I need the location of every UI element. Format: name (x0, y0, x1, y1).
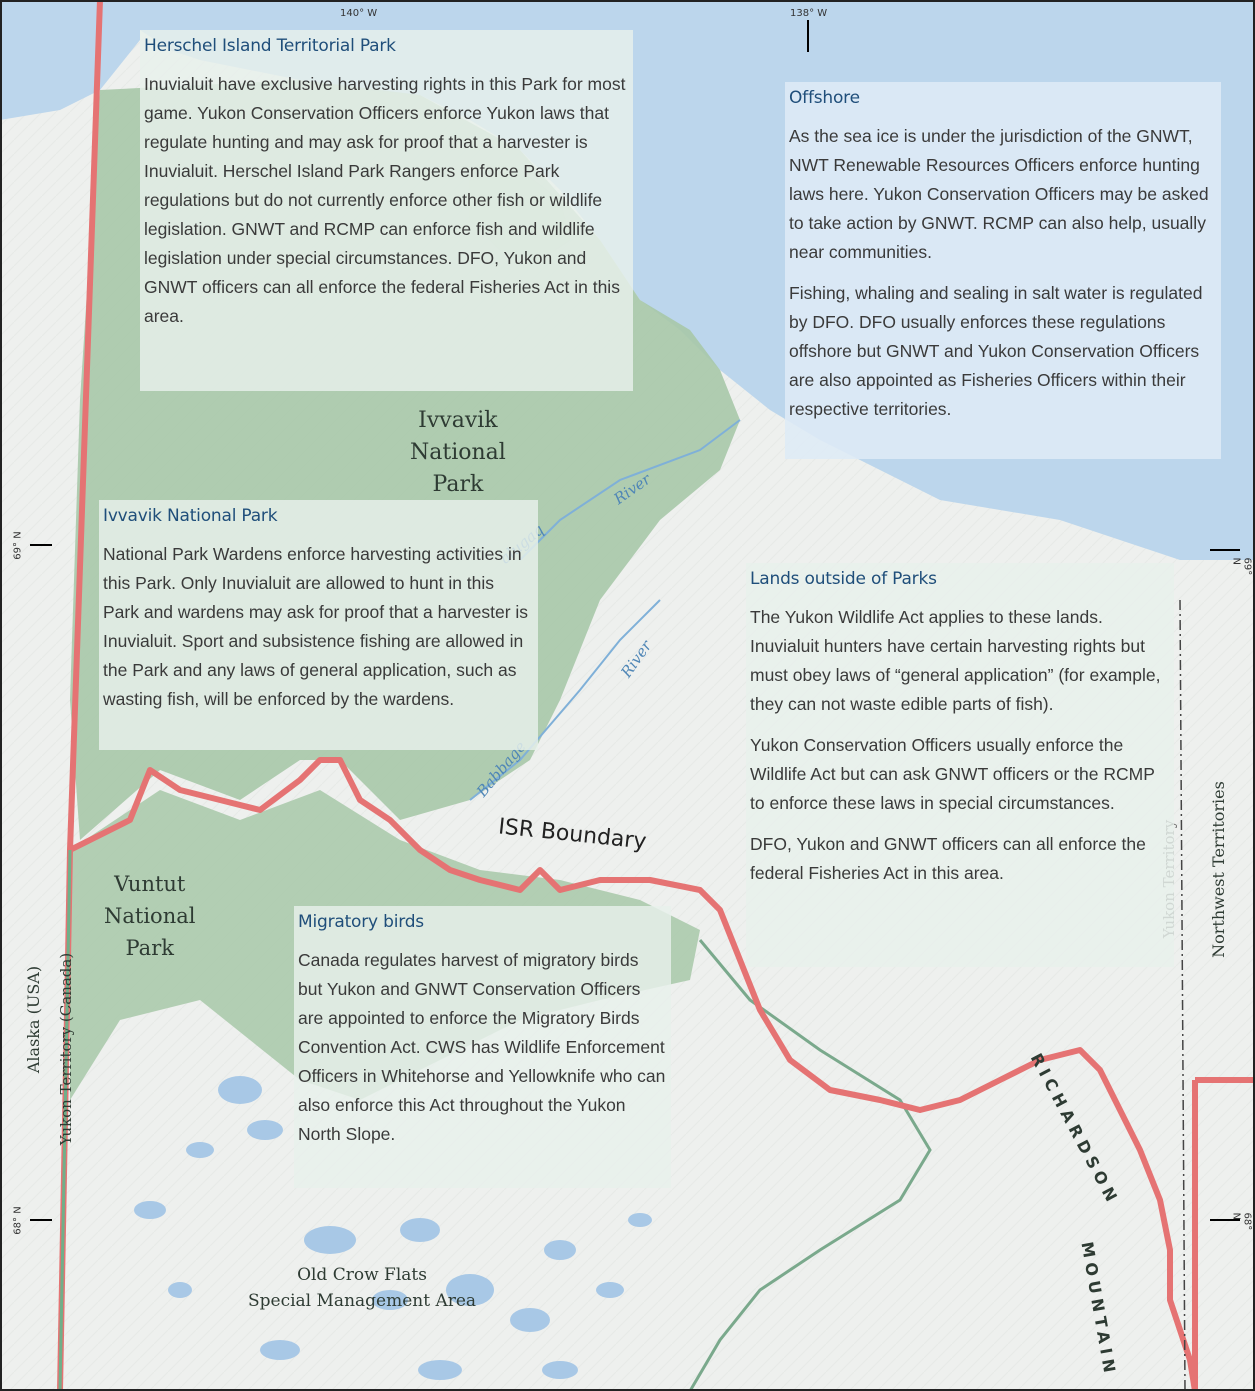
lands-outside-parks-text-1: The Yukon Wildlife Act applies to these … (750, 607, 1161, 714)
herschel-island-text: Inuvialuit have exclusive harvesting rig… (144, 74, 626, 326)
ivvavik-text: National Park Wardens enforce harvesting… (103, 544, 529, 709)
old-crow-flats-label: Old Crow Flats Special Management Area (248, 1265, 477, 1311)
lakes (134, 1076, 652, 1380)
yukon-canada-label: Yukon Territory (Canada) (57, 952, 76, 1146)
herschel-island-panel: Herschel Island Territorial Park Inuvial… (140, 30, 633, 391)
lon-138-label: 138° W (790, 8, 828, 19)
offshore-title: Offshore (789, 88, 860, 108)
ivvavik-park-label: Ivvavik National Park (410, 408, 506, 497)
vuntut-park-label: Vuntut National Park (104, 872, 196, 960)
lat-69-left-label: 69° N (12, 531, 24, 560)
lands-outside-parks-text-3: DFO, Yukon and GNWT officers can all enf… (750, 834, 1146, 883)
isr-boundary-line (68, 757, 1198, 1391)
ivvavik-title: Ivvavik National Park (103, 506, 278, 526)
migratory-birds-text: Canada regulates harvest of migratory bi… (298, 950, 666, 1144)
lat-69-right-label: 69° N (1230, 557, 1253, 576)
migratory-birds-panel: Migratory birds Canada regulates harvest… (294, 906, 671, 1188)
ivvavik-panel: Ivvavik National Park National Park Ward… (99, 500, 538, 750)
lands-outside-parks-panel: Lands outside of Parks The Yukon Wildlif… (746, 563, 1174, 967)
nwt-label: Northwest Territories (1208, 781, 1228, 958)
lands-outside-parks-text-2: Yukon Conservation Officers usually enfo… (750, 735, 1155, 813)
rivers (469, 419, 741, 801)
offshore-panel: Offshore As the sea ice is under the jur… (785, 82, 1221, 459)
lat-68-right-label: 68° N (1230, 1212, 1253, 1231)
migratory-birds-title: Migratory birds (298, 912, 424, 932)
offshore-text-1: As the sea ice is under the jurisdiction… (789, 126, 1209, 262)
herschel-island-title: Herschel Island Territorial Park (144, 36, 396, 56)
alaska-label: Alaska (USA) (24, 965, 44, 1074)
offshore-text-2: Fishing, whaling and sealing in salt wat… (789, 283, 1203, 419)
vuntut-boundary (688, 939, 932, 1391)
lands-outside-parks-title: Lands outside of Parks (750, 569, 937, 589)
lat-68-left-label: 68° N (12, 1206, 24, 1235)
yukon-nwt-border (1179, 599, 1186, 1391)
lon-140-label: 140° W (340, 8, 378, 19)
